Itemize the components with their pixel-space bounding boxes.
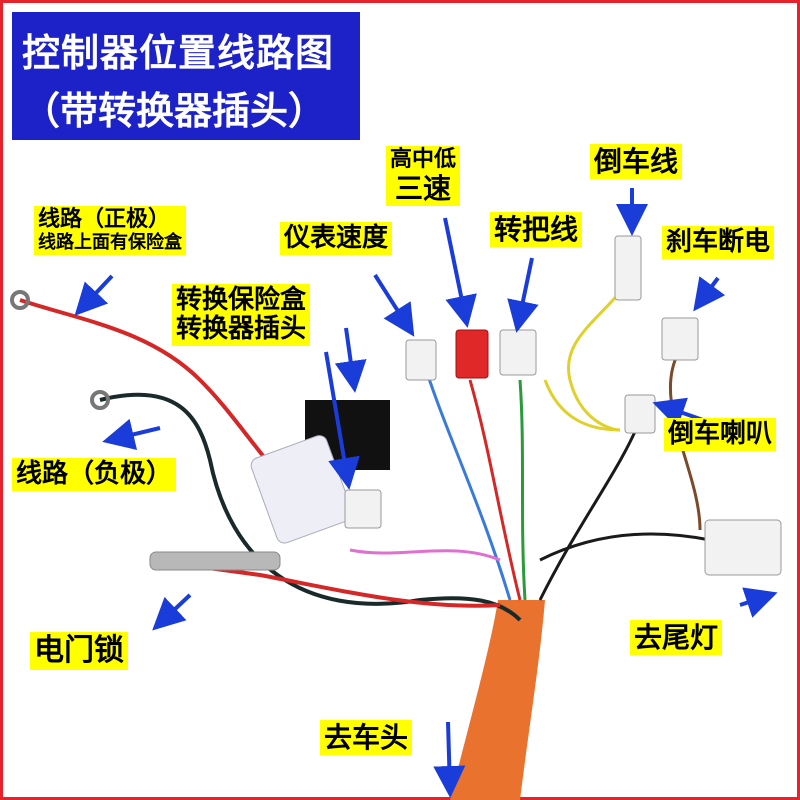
arrow-negative — [102, 418, 161, 450]
pink-wire — [349, 548, 501, 562]
arrow-three-speed — [443, 217, 477, 328]
label-converter-line2: 转换器插头 — [176, 314, 307, 345]
title-box: 控制器位置线路图 （带转换器插头） — [12, 12, 360, 140]
arrow-speedometer — [373, 273, 415, 337]
brake-connector — [661, 317, 699, 361]
callout-arrows — [74, 188, 778, 798]
label-positive-line2: 线路上面有保险盒 — [38, 231, 182, 253]
label-positive-line1: 线路（正极） — [38, 207, 171, 232]
label-three-speed-line2: 三速 — [395, 171, 452, 205]
negative-ring-terminal — [90, 390, 110, 410]
label-negative: 线路（负极） — [12, 458, 177, 492]
label-converter-line1: 转换保险盒 — [176, 285, 307, 315]
label-three-speed-line1: 高中低 — [390, 147, 457, 172]
red-wire — [468, 379, 522, 601]
label-reverse-horn: 倒车喇叭 — [664, 418, 777, 452]
arrow-positive — [74, 274, 114, 316]
arrow-brake — [693, 276, 726, 312]
speedometer-connector — [405, 339, 437, 381]
reverse-connector — [614, 235, 642, 301]
ignition-plug — [149, 551, 281, 571]
label-speedometer: 仪表速度 — [280, 222, 393, 256]
tail-light-connector — [704, 519, 782, 576]
arrow-head — [433, 721, 466, 798]
label-reverse: 倒车线 — [590, 144, 683, 180]
label-converter: 转换保险盒 转换器插头 — [172, 284, 311, 347]
label-to-head: 去车头 — [320, 720, 413, 756]
black-wire — [538, 419, 642, 601]
three-speed-connector — [455, 329, 489, 379]
arrow-converter-plug — [324, 351, 360, 490]
label-positive: 线路（正极） 线路上面有保险盒 — [34, 206, 186, 255]
blue-wire — [418, 349, 512, 601]
label-brake-cutoff: 刹车断电 — [662, 226, 775, 260]
green-wire — [518, 379, 527, 601]
label-three-speed: 高中低 三速 — [386, 146, 461, 206]
horn-connector — [624, 394, 656, 434]
arrow-horn — [652, 397, 704, 429]
label-ignition: 电门锁 — [30, 632, 128, 670]
reverse-yellow-wire — [567, 279, 632, 432]
positive-ring-terminal — [10, 290, 30, 310]
converter-plug — [344, 489, 382, 529]
arrow-converter-fuse — [334, 327, 367, 393]
arrow-throttle — [507, 257, 539, 333]
title-line-1: 控制器位置线路图 — [22, 31, 335, 75]
harness-sleeve — [450, 600, 545, 800]
title-line-2: （带转换器插头） — [22, 89, 327, 133]
arrow-ignition — [152, 593, 192, 631]
label-tail-light: 去尾灯 — [630, 620, 723, 656]
arrow-tail — [739, 587, 778, 618]
ignition-wire — [149, 558, 501, 608]
throttle-connector — [499, 329, 537, 376]
label-throttle: 转把线 — [490, 212, 583, 248]
tail-wire — [539, 532, 711, 562]
